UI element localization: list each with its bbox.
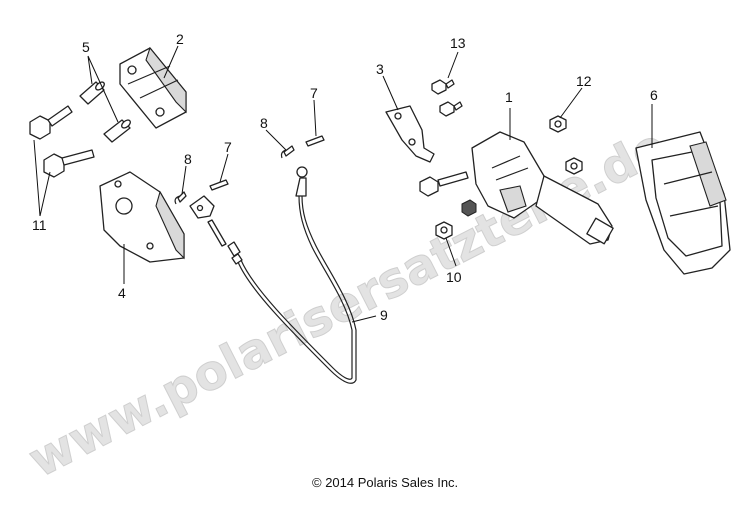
callout-1: 1 (505, 89, 513, 105)
callout-12: 12 (576, 73, 592, 89)
callout-5: 5 (82, 39, 90, 55)
part-8-pin-right (280, 145, 295, 159)
part-8-pin-left (174, 191, 187, 205)
callout-2: 2 (176, 31, 184, 47)
part-7-pin-right (305, 135, 325, 147)
part-7-pin-left (209, 179, 229, 191)
callout-8-left: 8 (184, 151, 192, 167)
callout-13: 13 (450, 35, 466, 51)
part-10-nut (435, 221, 453, 240)
callout-7-left: 7 (224, 139, 232, 155)
part-2-bracket (119, 46, 187, 129)
copyright-text: © 2014 Polaris Sales Inc. (312, 475, 458, 490)
part-11-bolts (29, 105, 95, 178)
callout-4: 4 (118, 285, 126, 301)
callout-10: 10 (446, 269, 462, 285)
part-5-sleeves (79, 81, 131, 143)
part-4-plate (99, 171, 185, 263)
callout-3: 3 (376, 61, 384, 77)
part-13-screws (431, 79, 463, 117)
callout-11: 11 (32, 217, 47, 233)
watermark-text: www.polarisersatzteile.de (20, 118, 676, 489)
part-6-boot (635, 131, 731, 275)
callout-8-right: 8 (260, 115, 268, 131)
part-9-cable (189, 166, 357, 384)
callout-6: 6 (650, 87, 658, 103)
part-3-bracket (385, 105, 435, 163)
leader-lines (33, 45, 653, 323)
part-1-lever-assembly (419, 131, 614, 245)
part-12-nuts (549, 115, 583, 175)
callout-7-right: 7 (310, 85, 318, 101)
callout-9: 9 (380, 307, 388, 323)
